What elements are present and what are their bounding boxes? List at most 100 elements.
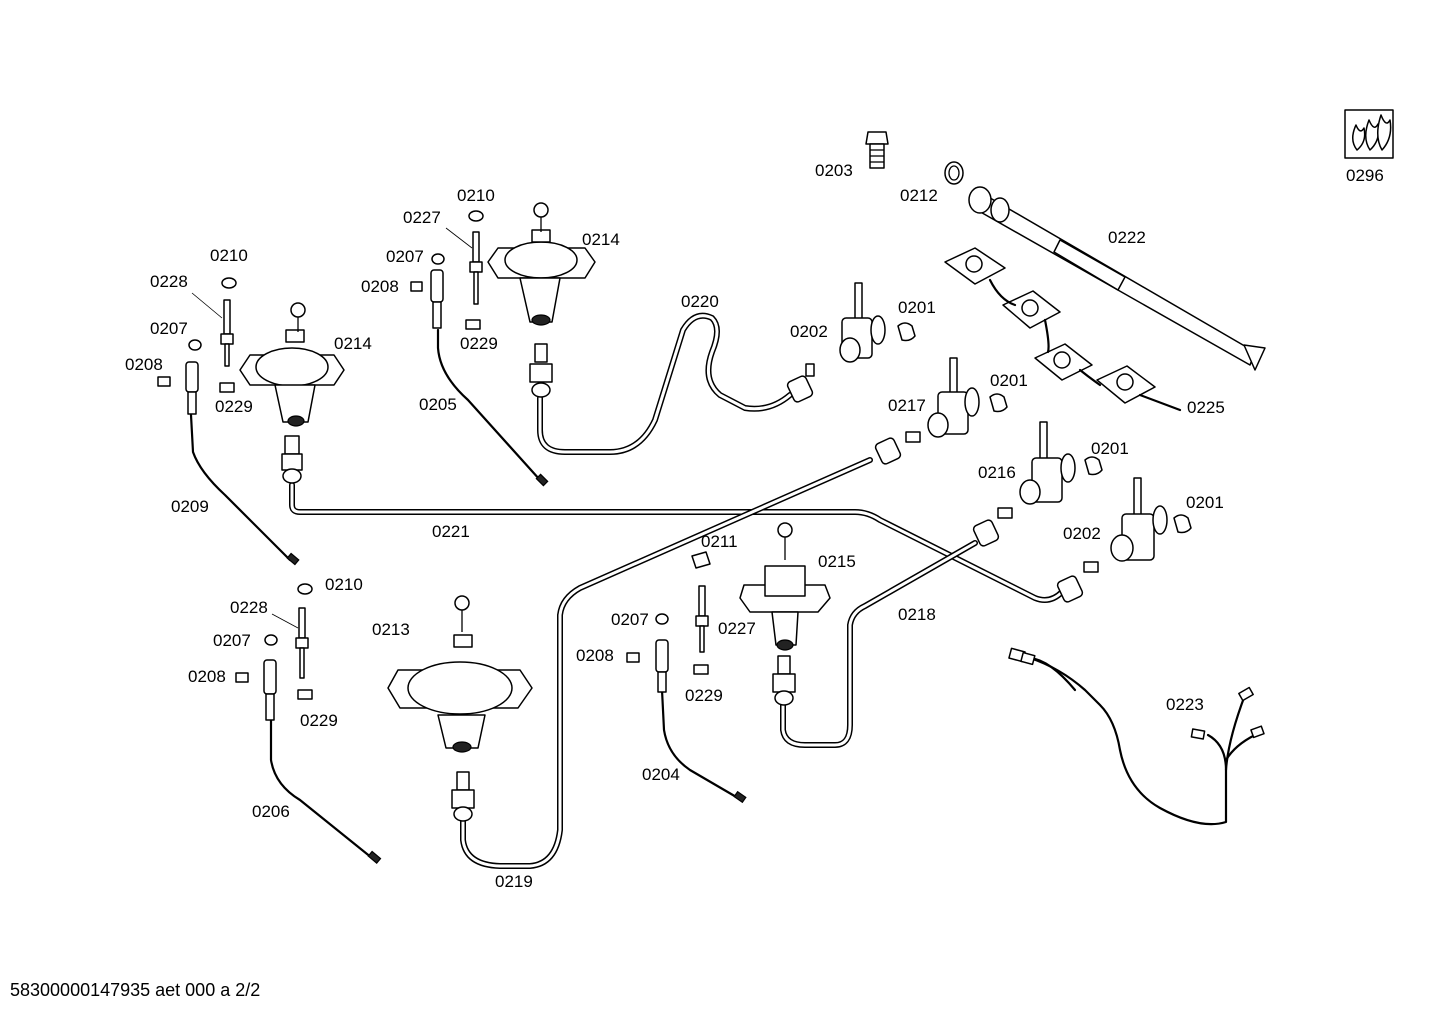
label-0207-c: 0207 [213, 631, 251, 650]
label-0207-a: 0207 [386, 247, 424, 266]
label-0201-c: 0201 [1091, 439, 1129, 458]
washer-0210-c [297, 583, 313, 595]
label-0203: 0203 [815, 161, 853, 180]
wire-0205-terminal [535, 473, 549, 487]
label-0208-a: 0208 [361, 277, 399, 296]
label-0219: 0219 [495, 872, 533, 891]
burner-0213 [387, 595, 533, 753]
clip-0229-b [465, 319, 481, 330]
gas-valve-0202-bottom [1056, 477, 1168, 603]
label-0201-a: 0201 [898, 298, 936, 317]
label-0229-d: 0229 [685, 686, 723, 705]
label-0209: 0209 [171, 497, 209, 516]
label-0201-d: 0201 [1186, 493, 1224, 512]
washer-0207-b [431, 253, 445, 265]
label-0212: 0212 [900, 186, 938, 205]
label-0217: 0217 [888, 396, 926, 415]
clip-0211 [691, 551, 711, 569]
wire-0204-terminal [733, 790, 747, 804]
gas-type-flame-icon [1344, 109, 1394, 159]
label-0213: 0213 [372, 620, 410, 639]
gas-valve-0217 [874, 357, 980, 465]
label-0202-a: 0202 [790, 322, 828, 341]
gas-valve-0216 [972, 421, 1076, 547]
label-0208-d: 0208 [576, 646, 614, 665]
electrode-0227-top [469, 231, 483, 305]
label-0207-b: 0207 [150, 319, 188, 338]
clip-0208-d [626, 652, 640, 663]
ignition-switch-0225 [944, 247, 1182, 412]
leader-0228-left [191, 292, 223, 319]
label-0228-b: 0228 [230, 598, 268, 617]
label-0229-c: 0229 [300, 711, 338, 730]
pipe-coupling-0220 [529, 343, 553, 398]
gas-valve-0202-top [786, 282, 886, 403]
label-0208-b: 0208 [125, 355, 163, 374]
label-0227-b: 0227 [718, 619, 756, 638]
clip-0208-a [157, 376, 171, 387]
label-0205: 0205 [419, 395, 457, 414]
label-0222: 0222 [1108, 228, 1146, 247]
burner-0215 [739, 522, 831, 651]
pipe-coupling-0219 [451, 771, 475, 822]
burner-0214-upper [487, 202, 596, 326]
clip-0201-d [1173, 514, 1192, 534]
clip-0208-c [235, 672, 249, 683]
label-0221: 0221 [432, 522, 470, 541]
wire-0205 [436, 328, 542, 482]
label-0225: 0225 [1187, 398, 1225, 417]
wiring-harness-0223 [1008, 647, 1265, 826]
clip-0229-c [297, 689, 313, 700]
clip-0229-a [219, 382, 235, 393]
wire-0206 [269, 718, 374, 860]
clip-0201-c [1084, 456, 1103, 476]
label-0204: 0204 [642, 765, 680, 784]
label-0201-b: 0201 [990, 371, 1028, 390]
thermocouple-0207-left [185, 361, 199, 415]
label-0210-c: 0210 [325, 575, 363, 594]
label-0216: 0216 [978, 463, 1016, 482]
label-0296: 0296 [1346, 166, 1384, 185]
label-0214-a: 0214 [582, 230, 620, 249]
label-0218: 0218 [898, 605, 936, 624]
main-rail-0222 [968, 186, 1266, 371]
thermocouple-0207-top [430, 269, 444, 329]
clip-0208-b [410, 281, 423, 292]
electrode-0228-left [220, 299, 234, 367]
label-0228-a: 0228 [150, 272, 188, 291]
pipe-0221 [289, 482, 1065, 603]
injector-0203 [865, 131, 889, 169]
label-0220: 0220 [681, 292, 719, 311]
label-0206: 0206 [252, 802, 290, 821]
pipe-coupling-0221 [281, 435, 303, 484]
clip-0201-a [897, 322, 916, 342]
burner-0214-left [239, 302, 345, 427]
label-0207-d: 0207 [611, 610, 649, 629]
pipe-coupling-0218 [772, 655, 796, 706]
label-0227-a: 0227 [403, 208, 441, 227]
seal-0212 [944, 161, 964, 185]
leader-0228-bottom [271, 613, 299, 629]
electrode-0228-bottom [295, 607, 309, 679]
label-0211: 0211 [701, 532, 738, 551]
label-0214-b: 0214 [334, 334, 372, 353]
pipe-0219 [460, 457, 873, 869]
label-0223: 0223 [1166, 695, 1204, 714]
label-0202-b: 0202 [1063, 524, 1101, 543]
washer-0207-d [655, 613, 669, 625]
wire-0206-terminal [367, 850, 382, 865]
seal-0212-inner [948, 165, 960, 181]
washer-0207-a [188, 339, 202, 351]
drawing-reference-footer: 58300000147935 aet 000 a 2/2 [10, 980, 261, 1000]
electrode-0227-bottom [695, 585, 709, 653]
thermocouple-0207-mid [655, 639, 669, 693]
wire-0209 [189, 413, 292, 562]
label-0210-b: 0210 [210, 246, 248, 265]
clip-0201-b [989, 393, 1008, 413]
washer-0207-c [264, 634, 278, 646]
pipe-0220 [537, 312, 793, 455]
label-0210-a: 0210 [457, 186, 495, 205]
leader-0227-top [445, 227, 473, 249]
pipe-0218 [780, 540, 978, 748]
